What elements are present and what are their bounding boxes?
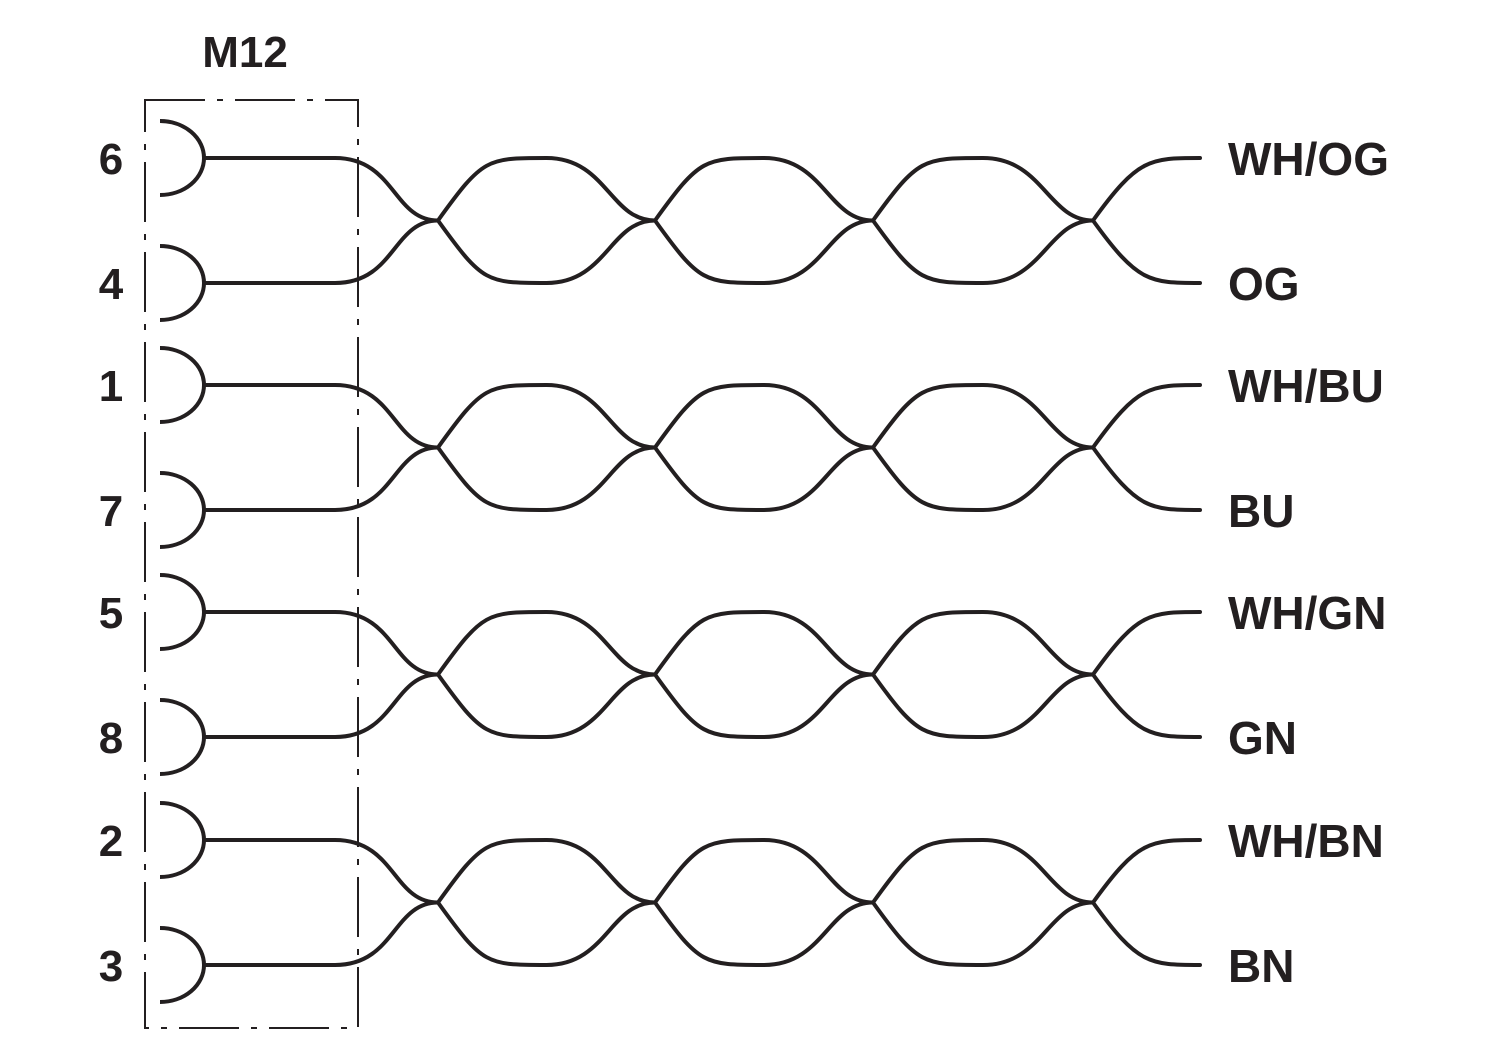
wire-og <box>203 155 1202 286</box>
pin-6-socket <box>159 119 206 197</box>
wire-bu <box>203 382 1202 513</box>
wire-wh-bn <box>203 837 1202 968</box>
pin-1-label: 1 <box>99 362 123 411</box>
twisted-pairs: 6 WH/OG 4 OG 1 WH/BU 7 BU 5 WH/GN 8 GN 2 WH/BN 3 BN <box>99 119 1389 1004</box>
pin-8-label: 8 <box>99 714 123 763</box>
pin-4-socket <box>159 244 206 322</box>
pin-5-socket <box>159 573 206 651</box>
wire-pair-4: 2 WH/BN 3 BN <box>99 801 1384 1004</box>
pin-7-socket <box>159 471 206 549</box>
wire-color-bu: BU <box>1228 485 1294 537</box>
pin-7-label: 7 <box>99 487 123 536</box>
wire-color-wh-bu: WH/BU <box>1228 360 1384 412</box>
wire-pair-2: 1 WH/BU 7 BU <box>99 346 1384 549</box>
wire-color-wh-gn: WH/GN <box>1228 587 1386 639</box>
wire-wh-gn <box>203 609 1202 740</box>
pin-5-label: 5 <box>99 589 123 638</box>
wire-wh-bu <box>203 382 1202 513</box>
pin-1-socket <box>159 346 206 424</box>
connector-title: M12 <box>202 28 288 77</box>
wire-color-wh-og: WH/OG <box>1228 133 1389 185</box>
pin-6-label: 6 <box>99 135 123 184</box>
wire-pair-3: 5 WH/GN 8 GN <box>99 573 1386 776</box>
pin-3-label: 3 <box>99 942 123 991</box>
pin-4-label: 4 <box>99 260 124 309</box>
wire-bn <box>203 837 1202 968</box>
connector-outline <box>144 99 359 1029</box>
pin-3-socket <box>159 926 206 1004</box>
pin-2-socket <box>159 801 206 879</box>
wire-color-wh-bn: WH/BN <box>1228 815 1384 867</box>
wire-color-bn: BN <box>1228 940 1294 992</box>
wire-color-og: OG <box>1228 258 1300 310</box>
pin-8-socket <box>159 698 206 776</box>
wire-color-gn: GN <box>1228 712 1297 764</box>
wire-wh-og <box>203 155 1202 286</box>
pin-2-label: 2 <box>99 817 123 866</box>
wire-pair-1: 6 WH/OG 4 OG <box>99 119 1389 322</box>
wire-gn <box>203 609 1202 740</box>
